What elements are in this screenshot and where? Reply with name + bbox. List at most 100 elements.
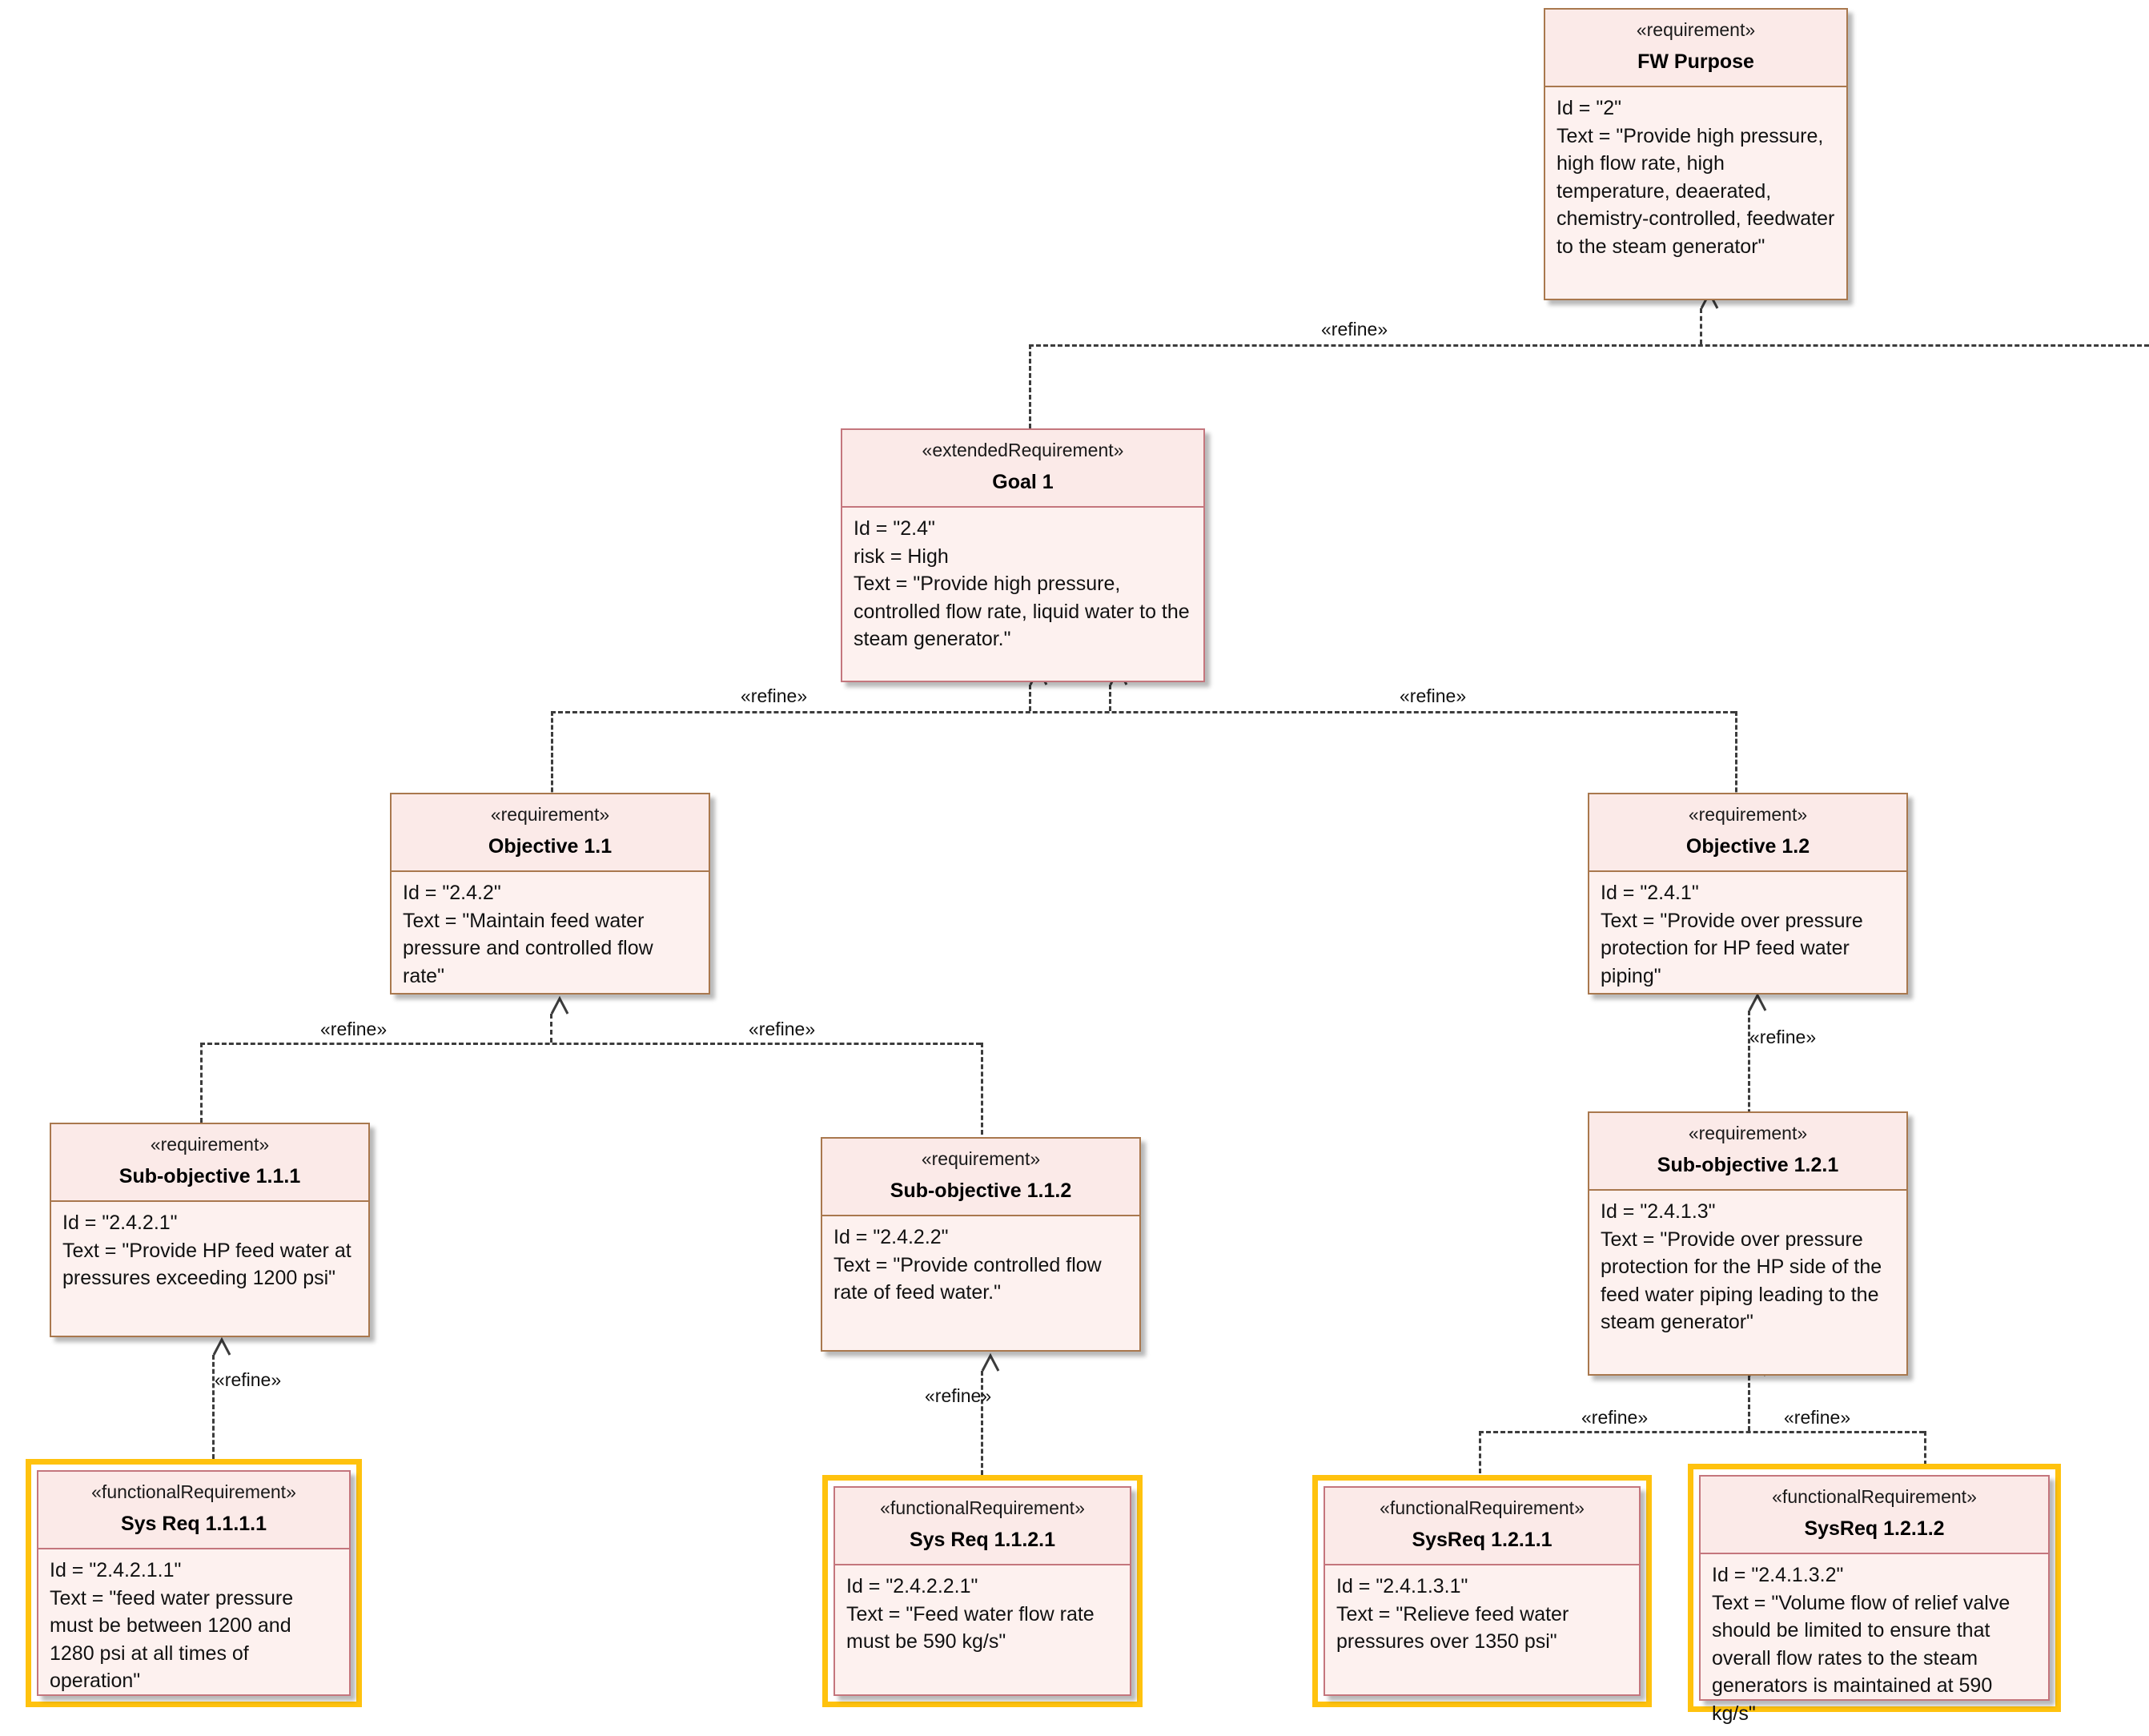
stereotype-label: «requirement» (490, 804, 610, 825)
node-id-line: Id = "2.4.1.3" (1601, 1200, 1716, 1224)
node-title: SysReq 1.2.1.2 (1804, 1517, 1945, 1541)
node-title: Objective 1.2 (1685, 835, 1810, 858)
edge-label-sysreq1111-sub111: «refine» (215, 1369, 282, 1390)
stereotype-label: «functionalRequirement» (880, 1497, 1085, 1518)
edge-sub112-to-obj11-riser (981, 1043, 983, 1135)
node-title: Sub-objective 1.1.1 (118, 1165, 301, 1188)
node-id-line: Id = "2.4.2.2" (833, 1226, 949, 1249)
stereotype-label: «requirement» (150, 1134, 270, 1155)
edge-sysreq1111-to-sub111-vertical (212, 1355, 215, 1459)
node-text-line: Text = "Provide controlled flow rate of … (833, 1253, 1102, 1304)
node-id-line: Id = "2.4.1.3.1" (1336, 1575, 1468, 1598)
node-sub-objective-1-2-1[interactable]: «requirement» Sub-objective 1.2.1 Id = "… (1588, 1111, 1908, 1376)
node-header-objective-1-2: «requirement» Objective 1.2 (1589, 794, 1906, 873)
node-text-line: Text = "Maintain feed water pressure and… (403, 909, 653, 987)
node-header-sub-objective-1-1-2: «requirement» Sub-objective 1.1.2 (822, 1139, 1139, 1217)
node-id-line: Id = "2.4.2.2.1" (846, 1575, 978, 1598)
edge-objectives-to-goal1-horizontal (551, 711, 1735, 713)
node-header-goal-1: «extendedRequirement» Goal 1 (842, 430, 1203, 508)
edge-label-goal1-fwpurpose: «refine» (1321, 319, 1388, 340)
node-header-sys-req-1-1-2-1: «functionalRequirement» Sys Req 1.1.2.1 (835, 1488, 1130, 1566)
edge-obj12-to-goal1-riser-right (1735, 711, 1737, 799)
node-title: Sys Req 1.1.1.1 (120, 1513, 267, 1536)
stereotype-label: «requirement» (1688, 804, 1808, 825)
node-body-sub-objective-1-1-2: Id = "2.4.2.2" Text = "Provide controlle… (822, 1216, 1139, 1315)
node-header-sub-objective-1-2-1: «requirement» Sub-objective 1.2.1 (1589, 1113, 1906, 1191)
node-body-objective-1-2: Id = "2.4.1" Text = "Provide over pressu… (1589, 872, 1906, 998)
node-goal-1[interactable]: «extendedRequirement» Goal 1 Id = "2.4" … (841, 428, 1205, 682)
node-objective-1-1[interactable]: «requirement» Objective 1.1 Id = "2.4.2"… (390, 793, 710, 995)
stereotype-label: «functionalRequirement» (1380, 1497, 1585, 1518)
edge-sysreq1211-to-sub121-riser (1479, 1431, 1481, 1511)
stereotype-label: «functionalRequirement» (1772, 1486, 1977, 1507)
node-title: SysReq 1.2.1.1 (1412, 1529, 1553, 1552)
edge-goal1-to-fwpurpose-vertical (1029, 344, 1031, 428)
node-header-objective-1-1: «requirement» Objective 1.1 (392, 794, 709, 873)
node-id-line: Id = "2.4.1.3.2" (1712, 1564, 1844, 1587)
node-body-sys-req-1-1-2-1: Id = "2.4.2.2.1" Text = "Feed water flow… (835, 1565, 1130, 1664)
stereotype-label: «requirement» (1636, 19, 1756, 40)
node-id-line: Id = "2.4" (854, 517, 935, 540)
node-text-line: Text = "Provide over pressure protection… (1601, 909, 1863, 987)
edge-label-sysreq1211-sub121: «refine» (1581, 1407, 1649, 1428)
edge-label-sub121-obj12: «refine» (1749, 1027, 1817, 1047)
edge-obj12-to-goal1-uplink (1109, 685, 1111, 711)
node-id-line: Id = "2.4.1" (1601, 882, 1699, 905)
edge-subobjectives-to-obj11-horizontal (200, 1043, 981, 1045)
edge-goal1-to-fwpurpose-horizontal (1029, 344, 2149, 347)
node-text-line: Text = "Provide over pressure protection… (1601, 1228, 1882, 1334)
node-header-sys-req-1-1-1-1: «functionalRequirement» Sys Req 1.1.1.1 (38, 1472, 349, 1550)
node-title: Sys Req 1.1.2.1 (909, 1529, 1056, 1552)
node-fw-purpose[interactable]: «requirement» FW Purpose Id = "2" Text =… (1544, 8, 1848, 300)
edge-sysreq1121-to-sub112-vertical (981, 1371, 983, 1475)
node-title: FW Purpose (1637, 50, 1754, 74)
edge-label-sub112-obj11: «refine» (749, 1019, 816, 1039)
edge-label-obj11-goal1: «refine» (741, 685, 808, 706)
node-body-goal-1: Id = "2.4" risk = High Text = "Provide h… (842, 508, 1203, 661)
edge-goal1-to-fwpurpose-riser (1700, 308, 1702, 344)
edge-obj11-to-goal1-uplink (1029, 685, 1031, 711)
node-body-sys-req-1-2-1-1: Id = "2.4.1.3.1" Text = "Relieve feed wa… (1325, 1565, 1639, 1664)
node-sub-objective-1-1-2[interactable]: «requirement» Sub-objective 1.1.2 Id = "… (821, 1137, 1141, 1352)
edge-sub121-to-obj12-vertical (1748, 1011, 1750, 1121)
node-title: Objective 1.1 (488, 835, 613, 858)
edge-label-obj12-goal1: «refine» (1400, 685, 1467, 706)
node-text-line: Text = "Feed water flow rate must be 590… (846, 1602, 1095, 1654)
node-id-line: Id = "2.4.2.1.1" (50, 1559, 182, 1582)
node-text-line: Text = "Provide HP feed water at pressur… (62, 1239, 351, 1290)
stereotype-label: «requirement» (921, 1148, 1041, 1169)
stereotype-label: «functionalRequirement» (91, 1481, 296, 1502)
node-header-sub-objective-1-1-1: «requirement» Sub-objective 1.1.1 (51, 1124, 368, 1203)
node-sys-req-1-1-1-1[interactable]: «functionalRequirement» Sys Req 1.1.1.1 … (37, 1470, 351, 1696)
edge-subobjectives-to-obj11-uplink (550, 1014, 552, 1043)
edge-label-sub111-obj11: «refine» (320, 1019, 388, 1039)
edge-sub111-to-obj11-riser (200, 1043, 203, 1123)
node-id-line: Id = "2.4.2" (403, 882, 501, 905)
node-text-line: Text = "Volume flow of relief valve shou… (1712, 1591, 2010, 1725)
node-title: Goal 1 (992, 471, 1054, 494)
node-sub-objective-1-1-1[interactable]: «requirement» Sub-objective 1.1.1 Id = "… (50, 1123, 370, 1337)
node-header-fw-purpose: «requirement» FW Purpose (1545, 10, 1846, 88)
node-text-line: Text = "Provide high pressure, controlle… (854, 573, 1190, 651)
node-body-sub-objective-1-1-1: Id = "2.4.2.1" Text = "Provide HP feed w… (51, 1202, 368, 1300)
stereotype-label: «extendedRequirement» (922, 440, 1124, 460)
node-body-sub-objective-1-2-1: Id = "2.4.1.3" Text = "Provide over pres… (1589, 1191, 1906, 1344)
edge-label-sysreq1121-sub112: «refine» (925, 1385, 992, 1406)
node-id-line: Id = "2" (1557, 97, 1621, 120)
node-sys-req-1-1-2-1[interactable]: «functionalRequirement» Sys Req 1.1.2.1 … (833, 1486, 1131, 1696)
node-objective-1-2[interactable]: «requirement» Objective 1.2 Id = "2.4.1"… (1588, 793, 1908, 995)
node-header-sys-req-1-2-1-2: «functionalRequirement» SysReq 1.2.1.2 (1701, 1477, 2048, 1555)
edge-sysreqs-to-sub121-horizontal (1479, 1431, 1924, 1433)
node-body-sys-req-1-2-1-2: Id = "2.4.1.3.2" Text = "Volume flow of … (1701, 1554, 2048, 1735)
node-id-line: Id = "2.4.2.1" (62, 1212, 178, 1235)
stereotype-label: «requirement» (1688, 1123, 1808, 1143)
node-title: Sub-objective 1.2.1 (1657, 1154, 1839, 1177)
node-text-line: Text = "Provide high pressure, high flow… (1557, 124, 1835, 258)
node-risk-line: risk = High (854, 545, 949, 568)
node-sys-req-1-2-1-2[interactable]: «functionalRequirement» SysReq 1.2.1.2 I… (1699, 1475, 2050, 1725)
edge-label-sysreq1212-sub121: «refine» (1784, 1407, 1851, 1428)
node-title: Sub-objective 1.1.2 (890, 1179, 1072, 1203)
edge-sysreqs-to-sub121-uplink (1748, 1376, 1750, 1431)
node-sys-req-1-2-1-1[interactable]: «functionalRequirement» SysReq 1.2.1.1 I… (1324, 1486, 1641, 1696)
